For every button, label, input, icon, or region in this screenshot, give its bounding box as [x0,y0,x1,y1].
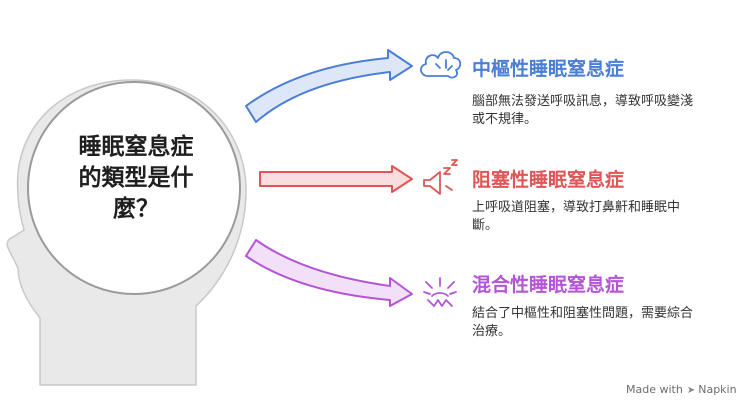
snore-zzz-icon [423,159,458,195]
footer-brand: Napkin [698,383,737,396]
title-mixed: 混合性睡眠窒息症 [472,274,625,296]
desc-central-line2: 或不規律。 [472,112,538,127]
center-question-line2: 的類型是什 [78,165,194,191]
center-question-line1: 睡眠窒息症 [78,134,194,160]
desc-obstructive-line2: 斷。 [472,218,499,233]
desc-central: 腦部無法發送呼吸訊息，導致呼吸變淺 或不規律。 [472,93,732,129]
title-obstructive: 阻塞性睡眠窒息症 [472,169,625,191]
desc-obstructive-line1: 上呼吸道阻塞，導致打鼻鼾和睡眠中 [472,200,681,215]
footer-made-with: Made with [626,383,683,396]
desc-mixed: 結合了中樞性和阻塞性問題，需要綜合 治療。 [472,305,732,341]
desc-obstructive: 上呼吸道阻塞，導致打鼻鼾和睡眠中 斷。 [472,199,732,235]
desc-mixed-line1: 結合了中樞性和阻塞性問題，需要綜合 [472,306,694,321]
desc-central-line1: 腦部無法發送呼吸訊息，導致呼吸變淺 [472,94,694,109]
desc-mixed-line2: 治療。 [472,324,512,339]
arrow-central [245,49,413,123]
brain-cloud-icon [420,51,462,79]
center-question-line3: 麼？ [113,196,159,222]
center-circle [27,81,241,295]
title-central: 中樞性睡眠窒息症 [472,58,625,80]
center-question: 睡眠窒息症 的類型是什 麼？ [62,132,210,225]
mixed-burst-icon [423,277,457,307]
arrow-mixed [245,239,413,307]
arrow-obstructive [259,165,413,193]
footer-credit: Made with➤Napkin [626,383,737,396]
napkin-logo-icon: ➤ [686,385,696,396]
